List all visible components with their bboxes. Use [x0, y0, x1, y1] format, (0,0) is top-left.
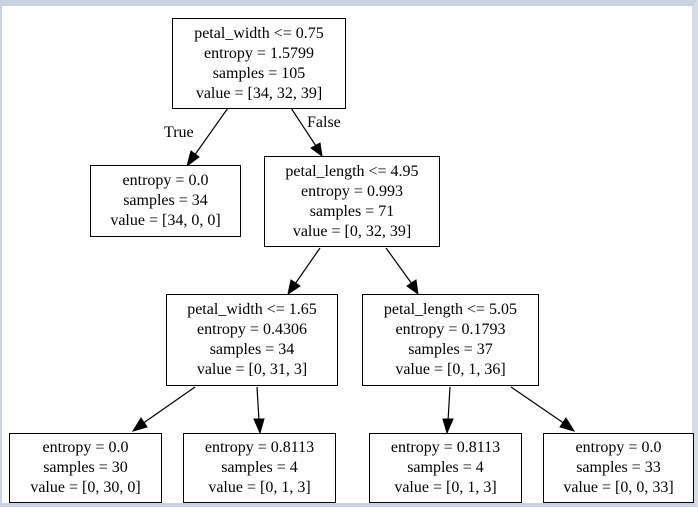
tree-node-leaf: entropy = 0.8113 samples = 4 value = [0,…	[369, 433, 522, 503]
node-split-rule: petal_width <= 1.65	[187, 301, 317, 318]
node-value: value = [0, 30, 0]	[30, 479, 141, 496]
edge-n4-n7-arrow	[442, 418, 454, 435]
edge-n2-n3	[294, 247, 321, 285]
node-value: value = [0, 1, 36]	[395, 361, 506, 378]
edge-root-n2-arrow	[310, 142, 323, 158]
node-entropy: entropy = 0.0	[575, 439, 662, 456]
node-value: value = [0, 1, 3]	[394, 479, 497, 496]
node-samples: samples = 71	[309, 202, 395, 220]
node-split-rule: petal_width <= 0.75	[194, 24, 324, 42]
node-value: value = [0, 0, 33]	[563, 479, 674, 496]
edge-n4-n8	[510, 386, 566, 425]
edge-label-true: True	[164, 124, 194, 141]
node-entropy: entropy = 0.8113	[390, 439, 501, 456]
tree-node-root: petal_width <= 0.75 entropy = 1.5799 sam…	[172, 18, 346, 109]
node-samples: samples = 34	[209, 341, 295, 358]
node-samples: samples = 30	[43, 459, 128, 476]
tree-node-split: petal_width <= 1.65 entropy = 0.4306 sam…	[166, 294, 338, 386]
node-entropy: entropy = 1.5799	[204, 44, 314, 62]
node-value: value = [34, 0, 0]	[110, 212, 221, 229]
node-value: value = [0, 1, 3]	[208, 479, 311, 496]
node-entropy: entropy = 0.0	[42, 439, 129, 456]
tree-node-split: petal_length <= 5.05 entropy = 0.1793 sa…	[362, 294, 539, 386]
node-value: value = [34, 32, 39]	[195, 84, 323, 102]
node-samples: samples = 4	[407, 459, 484, 476]
edge-root-n1	[193, 107, 229, 157]
edge-n2-n4-arrow	[406, 279, 419, 296]
edge-n2-n3-arrow	[287, 279, 301, 296]
node-entropy: entropy = 0.8113	[204, 439, 315, 456]
edge-n4-n7	[447, 386, 451, 422]
node-samples: samples = 37	[408, 341, 493, 358]
tree-node-leaf: entropy = 0.8113 samples = 4 value = [0,…	[183, 433, 336, 503]
node-entropy: entropy = 0.1793	[395, 321, 506, 338]
node-entropy: entropy = 0.0	[122, 172, 209, 189]
edge-n3-n6-arrow	[253, 418, 265, 435]
edge-n3-n5-arrow	[131, 417, 148, 432]
edge-n3-n6	[256, 386, 260, 422]
node-samples: samples = 4	[221, 459, 298, 476]
node-value: value = [0, 31, 3]	[196, 361, 308, 378]
tree-edges	[131, 107, 576, 435]
edge-n3-n5	[141, 386, 196, 425]
tree-node-leaf: entropy = 0.0 samples = 30 value = [0, 3…	[9, 433, 162, 503]
tree-node-leaf: entropy = 0.0 samples = 34 value = [34, …	[90, 165, 241, 237]
node-samples: samples = 34	[123, 192, 208, 209]
node-split-rule: petal_length <= 4.95	[285, 162, 419, 180]
edge-root-n2	[290, 107, 317, 147]
edge-label-false: False	[307, 114, 341, 131]
edge-n4-n8-arrow	[559, 417, 576, 432]
node-entropy: entropy = 0.993	[301, 182, 403, 200]
node-entropy: entropy = 0.4306	[197, 321, 307, 338]
node-split-rule: petal_length <= 5.05	[383, 301, 518, 318]
edge-n2-n4	[385, 247, 413, 285]
node-value: value = [0, 32, 39]	[292, 222, 412, 240]
tree-node-leaf: entropy = 0.0 samples = 33 value = [0, 0…	[543, 433, 694, 503]
edge-root-n1-arrow	[186, 150, 200, 168]
node-samples: samples = 33	[576, 459, 661, 476]
node-samples: samples = 105	[212, 64, 306, 82]
tree-node-split: petal_length <= 4.95 entropy = 0.993 sam…	[264, 156, 440, 247]
